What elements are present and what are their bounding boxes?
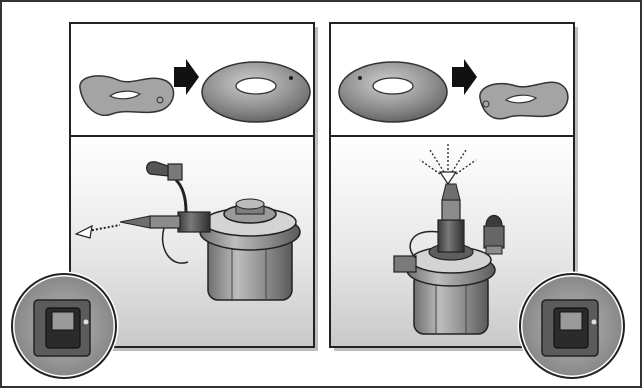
arrow-right-icon [174, 59, 199, 95]
air-pump-inflate [74, 161, 301, 301]
deflate-panel [329, 22, 627, 381]
inflated-ring-icon [338, 61, 448, 123]
inflate-panel [9, 22, 318, 381]
arrow-right-icon [452, 59, 477, 95]
deflated-ring-icon [479, 81, 569, 120]
air-outflow-icon [419, 142, 477, 175]
deflated-ring-icon [79, 75, 175, 117]
power-switch-right-callout [517, 271, 627, 381]
inflated-ring-icon [201, 61, 311, 123]
air-pump-deflate [393, 142, 505, 335]
power-switch-left-callout [9, 271, 119, 381]
